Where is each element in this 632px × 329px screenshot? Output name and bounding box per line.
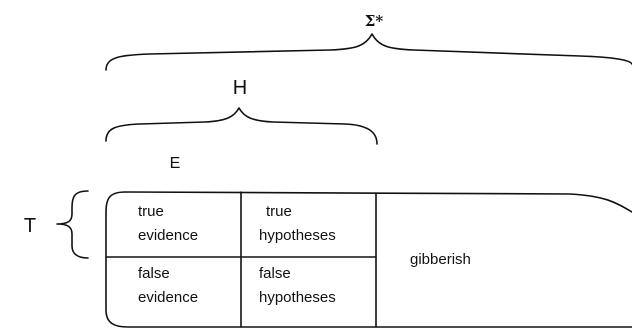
- cell-true-hypotheses-line1: true: [266, 203, 292, 220]
- sigma-star-brace: [105, 33, 632, 71]
- cell-false-evidence-line1: false: [138, 265, 170, 282]
- cell-true-hypotheses-line2: hypotheses: [259, 227, 336, 244]
- h-brace: [105, 107, 378, 145]
- gibberish-label: gibberish: [410, 251, 471, 268]
- t-label: T: [24, 215, 36, 237]
- outer-region-border: [105, 191, 632, 328]
- cell-true-evidence-line1: true: [138, 203, 164, 220]
- cell-true-evidence-line2: evidence: [138, 227, 198, 244]
- cell-false-hypotheses-line2: hypotheses: [259, 289, 336, 306]
- cell-false-hypotheses-line1: false: [259, 265, 291, 282]
- cell-false-evidence-line2: evidence: [138, 289, 198, 306]
- e-label: E: [170, 155, 181, 172]
- sigma-star-label: Σ*: [365, 12, 384, 30]
- t-brace: [56, 190, 89, 259]
- h-label: H: [233, 77, 247, 99]
